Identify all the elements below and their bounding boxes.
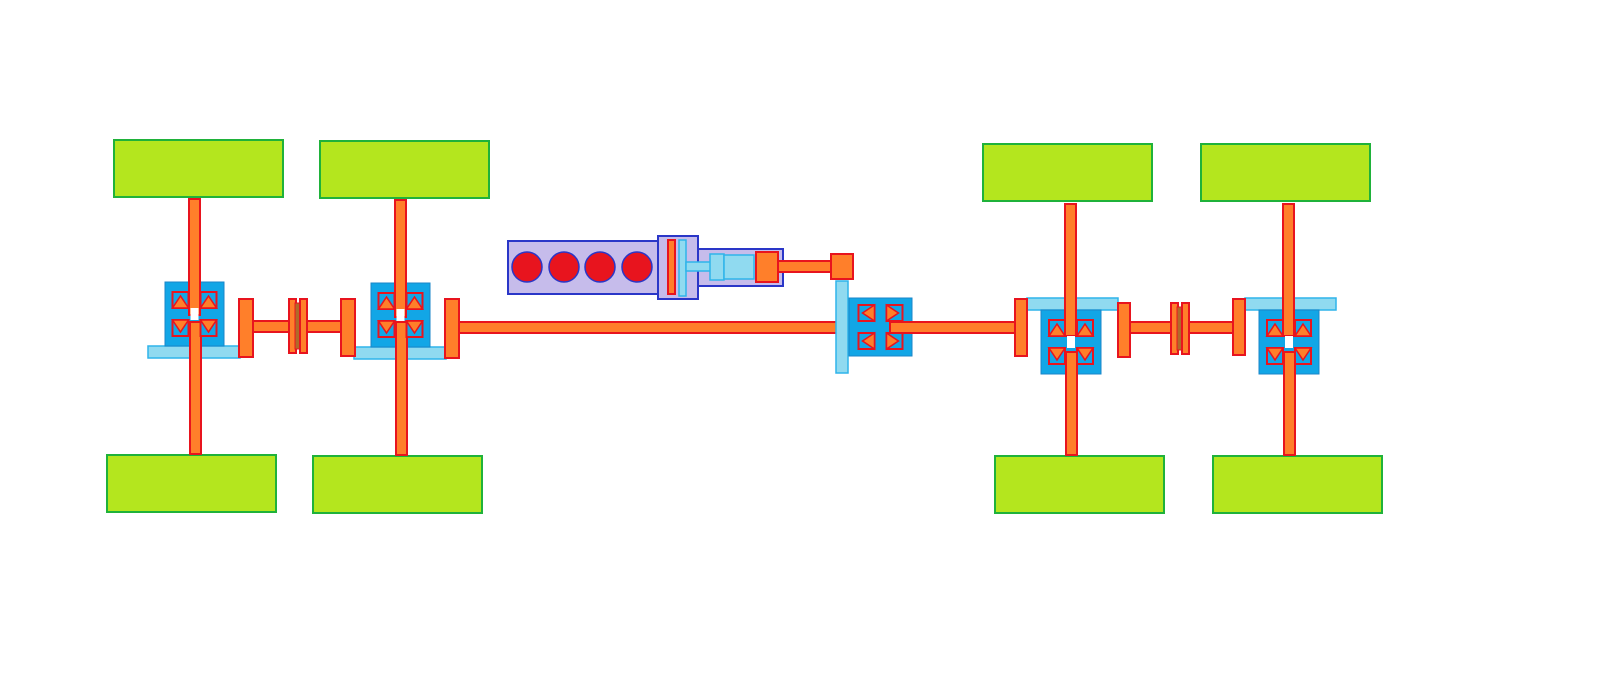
front-axle-1-differential-overlay-tooth-3 [199,319,218,334]
gearbox-input-shaft [685,261,713,272]
gearbox-gear-1 [709,253,725,281]
clutch-disc [667,239,676,295]
rear-axle-2-differential-center-gap [1285,336,1293,348]
diagram-layer [106,139,1383,514]
transfer-case-differential-tooth-1 [861,331,876,351]
front-axle-2-top-wheel [319,140,490,199]
front-axle-1-top-wheel [113,139,284,198]
engine-cylinder-1 [511,251,543,283]
rear-axle-2-lower-shaft [1283,351,1296,456]
transfer-case-differential-tooth-2 [885,303,900,323]
front-axle-1-upper-shaft [188,198,201,316]
main-propeller-shaft [458,321,870,334]
rear-axle-2-upper-shaft [1282,203,1295,337]
engine-cylinder-4 [621,251,653,283]
rear-axle-1-output-flange [1117,302,1131,358]
rear-link-shaft-right [1188,321,1235,334]
front-axle-1-differential-overlay-tooth-1 [199,294,218,309]
front-axle-2-differential-overlay-tooth-2 [377,320,396,335]
rear-axle-1-differential-center-gap [1067,336,1075,348]
front-axle-2-differential-overlay-tooth-0 [377,295,396,310]
front-axle-1-output-flange [238,298,254,358]
rear-axle-1-upper-shaft [1064,203,1077,337]
rear-link-shaft-left [1129,321,1173,334]
front-axle-1-differential-overlay-tooth-2 [171,319,190,334]
rear-axle-2-differential-overlay-tooth-0 [1265,322,1285,337]
front-axle-2-differential-overlay-tooth-3 [405,320,424,335]
front-link-coupling-right [299,298,308,354]
front-axle-2-output-flange [444,298,460,359]
transfer-case-differential-tooth-0 [861,303,876,323]
rear-axle-1-differential-overlay-tooth-1 [1075,322,1095,337]
transfer-drop-plate [835,280,849,374]
clutch-pressure-plate [678,239,687,297]
front-axle-2-upper-shaft [394,199,407,318]
front-link-shaft-left [252,320,292,333]
front-axle-2-bottom-wheel [312,455,483,514]
rear-axle-2-differential-overlay-tooth-1 [1293,322,1313,337]
rear-axle-2-differential-overlay-tooth-2 [1265,347,1285,362]
front-axle-1-bottom-wheel [106,454,277,513]
front-axle-2-input-flange [340,298,356,357]
rear-propeller-shaft-visible [889,321,1019,334]
front-axle-2-differential-center-gap [396,309,405,321]
front-axle-1-differential-overlay-tooth-0 [171,294,190,309]
rear-axle-1-differential-overlay-tooth-0 [1047,322,1067,337]
transfer-input-shaft [777,260,832,273]
rear-axle-1-differential-overlay-tooth-2 [1047,347,1067,362]
rear-axle-1-lower-shaft [1065,351,1078,456]
rear-axle-1-bottom-wheel [994,455,1165,514]
transfer-drop-gear [830,253,854,280]
rear-link-coupling-right [1181,302,1190,355]
rear-axle-2-top-wheel [1200,143,1371,202]
front-axle-2-differential-overlay-tooth-1 [405,295,424,310]
engine-cylinder-2 [548,251,580,283]
rear-axle-1-differential-overlay-tooth-3 [1075,347,1095,362]
rear-axle-1-top-wheel [982,143,1153,202]
front-axle-1-differential-center-gap [190,308,199,320]
front-axle-1-lower-shaft [189,321,202,455]
gearbox-output-gear [755,251,779,283]
engine-cylinder-3 [584,251,616,283]
rear-axle-1-input-flange [1014,298,1028,357]
gearbox-gear-2 [723,254,755,280]
rear-axle-2-bottom-wheel [1212,455,1383,514]
transfer-case-differential-tooth-3 [885,331,900,351]
rear-axle-2-differential-overlay-tooth-3 [1293,347,1313,362]
front-axle-2-lower-shaft [395,321,408,456]
front-link-shaft-right [306,320,342,333]
rear-axle-2-input-flange [1232,298,1246,356]
